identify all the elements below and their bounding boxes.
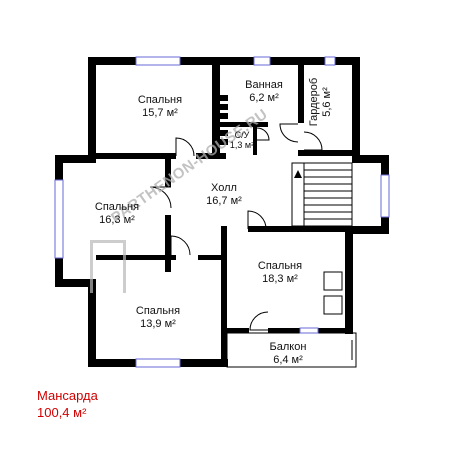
room-name: Спальня <box>257 260 303 272</box>
doors <box>149 123 323 331</box>
room-hall: Холл 16,7 м² <box>192 182 256 208</box>
room-name: Спальня <box>135 305 181 317</box>
room-area: 6,2 м² <box>249 92 279 104</box>
room-name: Гардероб <box>308 77 320 127</box>
floor-area: 100,4 м² <box>37 405 87 420</box>
room-bedroom-se: Спальня 18,3 м² <box>244 260 316 286</box>
room-area: 16,7 м² <box>206 195 242 207</box>
room-name: Балкон <box>269 341 307 353</box>
room-name: Ванная <box>245 79 283 91</box>
staircase <box>291 162 353 227</box>
floor-name: Мансарда <box>37 388 98 403</box>
room-balcony: Балкон 6,4 м² <box>256 341 320 367</box>
room-area: 16,3 м² <box>99 214 135 226</box>
room-wardrobe: Гардероб 5,6 м² <box>308 72 334 132</box>
room-bedroom-w: Спальня 16,3 м² <box>82 201 152 227</box>
cabinets <box>323 271 343 315</box>
room-name: Спальня <box>137 94 183 106</box>
room-area: 13,9 м² <box>140 318 176 330</box>
room-bedroom-ne: Спальня 15,7 м² <box>120 94 200 120</box>
room-bathroom: Ванная 6,2 м² <box>232 79 296 105</box>
room-area: 6,4 м² <box>273 354 303 366</box>
balcony-rail <box>226 332 357 368</box>
watermark-logo <box>90 240 126 293</box>
room-name: С/У <box>234 130 250 140</box>
vent-shaft <box>220 95 228 145</box>
room-area: 15,7 м² <box>142 107 178 119</box>
room-wc: С/У 1,3 м² <box>228 130 256 150</box>
room-bedroom-sw: Спальня 13,9 м² <box>120 305 196 331</box>
room-area: 18,3 м² <box>262 273 298 285</box>
floor-caption: Мансарда 100,4 м² <box>37 387 98 421</box>
room-name: Спальня <box>94 201 140 213</box>
room-area: 5,6 м² <box>321 87 333 117</box>
windows <box>54 56 390 368</box>
room-area: 1,3 м² <box>229 140 255 150</box>
room-name: Холл <box>211 182 237 194</box>
